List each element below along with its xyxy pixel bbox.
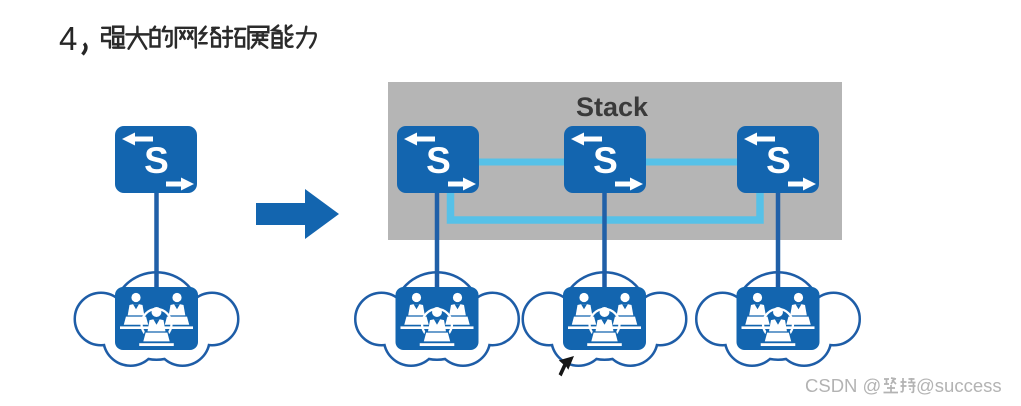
svg-text:Stack: Stack <box>576 92 649 122</box>
svg-text:CSDN @: CSDN @ <box>805 375 881 396</box>
svg-text:@success: @success <box>916 375 1002 396</box>
svg-text:4: 4 <box>59 20 77 57</box>
